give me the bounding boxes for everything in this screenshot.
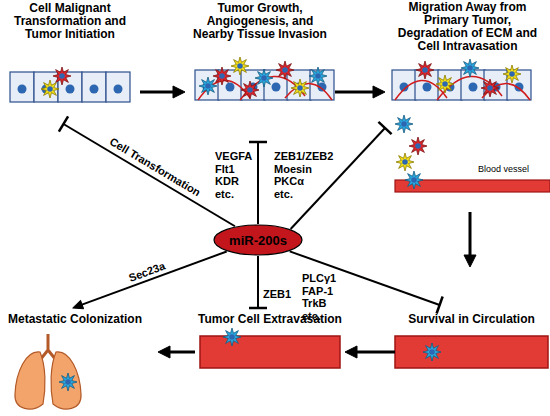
inhibition-bar bbox=[249, 307, 267, 310]
tumor-cell bbox=[291, 79, 309, 97]
tumor-cell bbox=[255, 69, 273, 87]
flow-arrow bbox=[140, 86, 185, 98]
connector-line bbox=[257, 256, 259, 308]
flow-arrow bbox=[73, 251, 227, 308]
epithelium-growth bbox=[195, 57, 334, 100]
arrow-head bbox=[373, 86, 385, 98]
blood-vessel bbox=[200, 336, 340, 368]
connector-line bbox=[79, 251, 226, 305]
inhibition-connector bbox=[290, 251, 443, 313]
target-label: ZEB1/ZEB2 Moesin PKCα etc. bbox=[274, 150, 344, 200]
flow-arrow bbox=[464, 212, 476, 267]
epithelial-cell bbox=[10, 72, 34, 102]
connector-line bbox=[335, 91, 376, 94]
arrow-head bbox=[173, 86, 185, 98]
connector-line bbox=[291, 128, 385, 229]
connector-line bbox=[63, 124, 234, 226]
inhibition-bar bbox=[378, 122, 391, 134]
mirna-name: miR-200s bbox=[213, 224, 303, 256]
flow-arrow bbox=[335, 86, 385, 98]
connector-line bbox=[257, 142, 259, 224]
colonizing-cell bbox=[59, 373, 77, 391]
epithelial-cell bbox=[106, 72, 130, 102]
tumor-cell bbox=[53, 67, 71, 85]
stage-node: Tumor Cell Extravasation bbox=[195, 308, 345, 375]
connector-line bbox=[290, 251, 440, 305]
inhibition-connector bbox=[249, 256, 267, 308]
stage-title: Survival in Circulation bbox=[395, 313, 548, 326]
inhibition-connector bbox=[291, 122, 392, 229]
arrow-head bbox=[158, 346, 170, 358]
blood-vessel bbox=[395, 336, 548, 368]
tumor-cell bbox=[231, 57, 249, 75]
target-label: Cell Transformation bbox=[107, 135, 202, 199]
extravasating-cell bbox=[223, 328, 241, 346]
inhibition-bar bbox=[59, 116, 68, 131]
arrow-head bbox=[464, 255, 476, 267]
epithelial-cell bbox=[82, 72, 106, 102]
angiogenic-vessel bbox=[395, 76, 530, 100]
migrating-cell bbox=[396, 153, 414, 171]
tumor-cell bbox=[436, 75, 454, 93]
epithelial-cell bbox=[195, 70, 219, 100]
inhibition-bar bbox=[437, 297, 443, 314]
target-label: PLCγ1 FAP-1 TrkB etc. bbox=[302, 272, 352, 322]
migrating-cell bbox=[409, 137, 427, 155]
intravasating-cell bbox=[405, 171, 423, 189]
lung bbox=[51, 352, 81, 409]
tumor-cell bbox=[461, 59, 479, 77]
part-label: Blood vessel bbox=[478, 164, 529, 174]
tumor-cell bbox=[241, 81, 259, 99]
epithelial-cell bbox=[392, 70, 416, 100]
ellipse-shape bbox=[214, 225, 302, 255]
circulation bbox=[395, 336, 548, 368]
connector-line bbox=[354, 351, 395, 354]
stage-title: Tumor Growth, Angiogenesis, and Nearby T… bbox=[187, 2, 333, 41]
lung bbox=[15, 352, 45, 409]
inhibition-connector bbox=[59, 116, 235, 226]
inhibition-connector bbox=[249, 142, 267, 224]
tumor-cell bbox=[309, 67, 327, 85]
tumor-cell bbox=[276, 61, 294, 79]
connector-line bbox=[469, 212, 472, 258]
tumor-cell bbox=[199, 77, 217, 95]
stage-title: Cell Malignant Transformation and Tumor … bbox=[5, 2, 135, 41]
epithelium-migration bbox=[392, 59, 550, 192]
stage-title: Metastatic Colonization bbox=[0, 313, 150, 326]
target-label: ZEB1 bbox=[263, 288, 303, 301]
connector-line bbox=[167, 351, 195, 354]
connector-line bbox=[140, 91, 176, 94]
trachea bbox=[40, 334, 56, 360]
inhibition-bar bbox=[249, 141, 267, 144]
mirna-ellipse: miR-200s bbox=[213, 224, 303, 256]
stage-title: Migration Away from Primary Tumor, Degra… bbox=[392, 1, 544, 53]
stage-node: Tumor Growth, Angiogenesis, and Nearby T… bbox=[185, 0, 335, 142]
tumor-cell bbox=[503, 65, 521, 83]
stage-node: Cell Malignant Transformation and Tumor … bbox=[0, 0, 140, 124]
migrating-cell bbox=[395, 115, 413, 133]
tumor-cell bbox=[481, 79, 499, 97]
tumor-cell bbox=[416, 61, 434, 79]
arrow-head bbox=[73, 300, 84, 308]
epithelial-cell bbox=[461, 70, 485, 100]
target-label: VEGFA Flt1 KDR etc. bbox=[215, 150, 259, 200]
tumor-cell bbox=[41, 80, 59, 98]
stage-node: Survival in Circulation bbox=[395, 305, 548, 375]
target-label: Sec23a bbox=[127, 259, 167, 284]
arrow-head bbox=[345, 346, 357, 358]
extravasation bbox=[200, 328, 340, 368]
stage-title: Tumor Cell Extravasation bbox=[195, 313, 345, 326]
flow-arrow bbox=[345, 346, 395, 358]
stage-node: Metastatic Colonization bbox=[0, 308, 150, 416]
epithelium-initiation bbox=[10, 67, 130, 102]
lungs bbox=[15, 334, 81, 409]
flow-arrow bbox=[158, 346, 195, 358]
circulating-cell bbox=[423, 343, 441, 361]
tumor-cell bbox=[213, 67, 231, 85]
